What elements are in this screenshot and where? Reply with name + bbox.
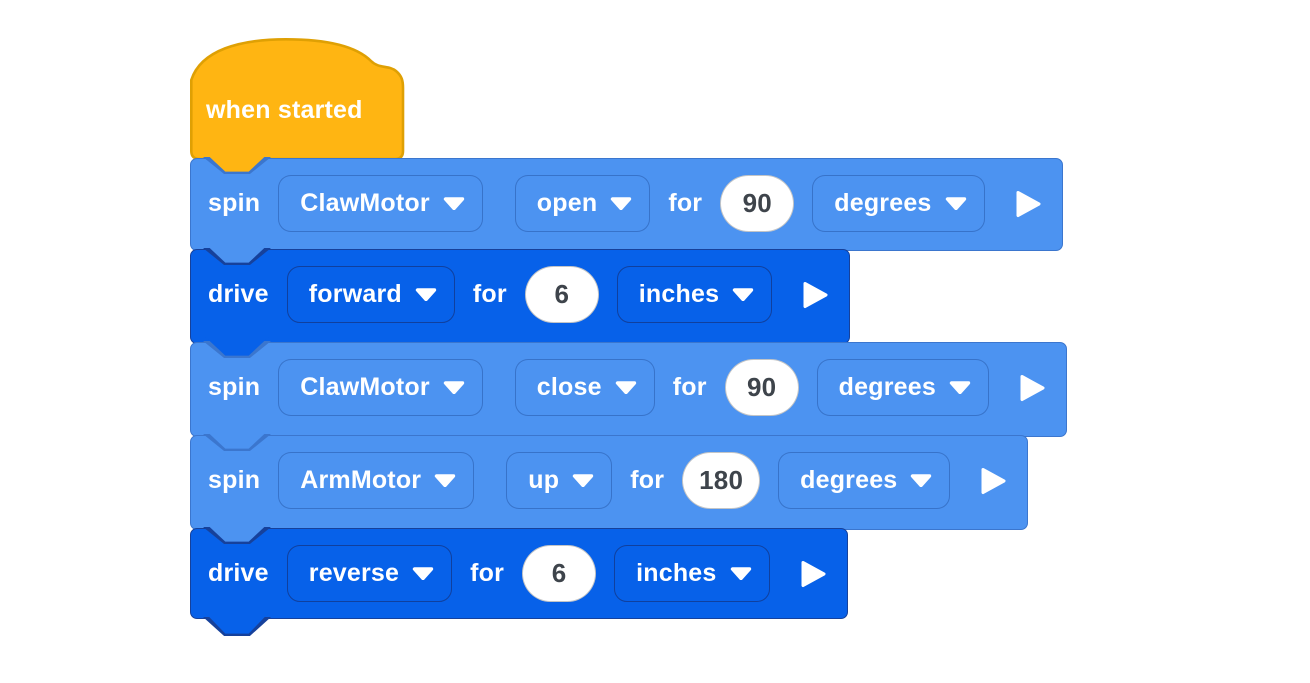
direction-value: forward [308,280,402,308]
verb-label: spin [208,466,261,494]
caret-down-icon [434,474,456,487]
caret-down-icon [443,197,465,210]
motor-value: ClawMotor [300,373,430,401]
amount-input[interactable]: 6 [524,266,599,323]
direction-dropdown[interactable]: open [514,175,651,232]
verb-label: drive [208,280,269,308]
direction-dropdown[interactable]: up [506,452,613,509]
unit-value: inches [636,559,717,587]
block-drive-reverse[interactable]: drive reverse for 6 inches [190,528,848,619]
block-spin-armmotor-up[interactable]: spin ArmMotor up for 180 degrees [190,435,1029,530]
play-icon [1015,189,1042,219]
for-label: for [630,466,665,494]
play-icon [980,466,1007,496]
amount-value: 90 [742,188,772,218]
caret-down-icon [615,381,637,394]
motor-value: ClawMotor [300,189,430,217]
unit-value: degrees [800,466,898,494]
play-icon [802,280,829,310]
motor-dropdown[interactable]: ArmMotor [278,452,475,509]
amount-value: 6 [551,558,567,588]
direction-value: reverse [308,559,400,587]
for-label: for [672,373,707,401]
motor-value: ArmMotor [300,466,422,494]
caret-down-icon [572,474,594,487]
play-icon [1019,373,1046,403]
verb-label: drive [208,559,269,587]
motor-dropdown[interactable]: ClawMotor [278,175,483,232]
block-drive-forward[interactable]: drive forward for 6 inches [190,249,851,344]
unit-value: inches [638,280,720,308]
block-spin-clawmotor-close[interactable]: spin ClawMotor close for 90 degrees [190,342,1067,437]
direction-value: up [528,466,560,494]
hat-label: when started [206,96,363,124]
unit-dropdown[interactable]: degrees [816,359,989,416]
direction-value: open [536,189,598,217]
amount-input[interactable]: 90 [720,175,795,232]
caret-down-icon [910,474,932,487]
unit-dropdown[interactable]: inches [616,266,773,323]
amount-input[interactable]: 90 [724,359,799,416]
caret-down-icon [730,567,752,580]
when-started-hat-block[interactable]: when started [190,38,408,162]
unit-dropdown[interactable]: degrees [812,175,985,232]
unit-value: degrees [838,373,936,401]
direction-dropdown[interactable]: forward [286,266,455,323]
amount-value: 90 [746,372,777,402]
bottom-tab [203,613,271,636]
caret-down-icon [415,288,437,301]
motor-dropdown[interactable]: ClawMotor [278,359,483,416]
amount-input[interactable]: 6 [522,545,597,602]
for-label: for [668,189,703,217]
play-icon [800,559,827,589]
caret-down-icon [443,381,465,394]
caret-down-icon [945,197,967,210]
amount-value: 6 [554,279,570,309]
verb-label: spin [208,373,261,401]
amount-input[interactable]: 180 [682,452,761,509]
block-spin-clawmotor-open[interactable]: spin ClawMotor open for 90 degrees [190,158,1063,251]
caret-down-icon [949,381,971,394]
direction-dropdown[interactable]: reverse [286,545,453,602]
for-label: for [470,559,505,587]
caret-down-icon [412,567,434,580]
for-label: for [472,280,507,308]
direction-dropdown[interactable]: close [514,359,655,416]
amount-value: 180 [699,465,744,495]
unit-dropdown[interactable]: degrees [778,452,951,509]
unit-value: degrees [834,189,932,217]
unit-dropdown[interactable]: inches [614,545,770,602]
caret-down-icon [610,197,632,210]
direction-value: close [536,373,602,401]
verb-label: spin [208,189,261,217]
caret-down-icon [732,288,754,301]
